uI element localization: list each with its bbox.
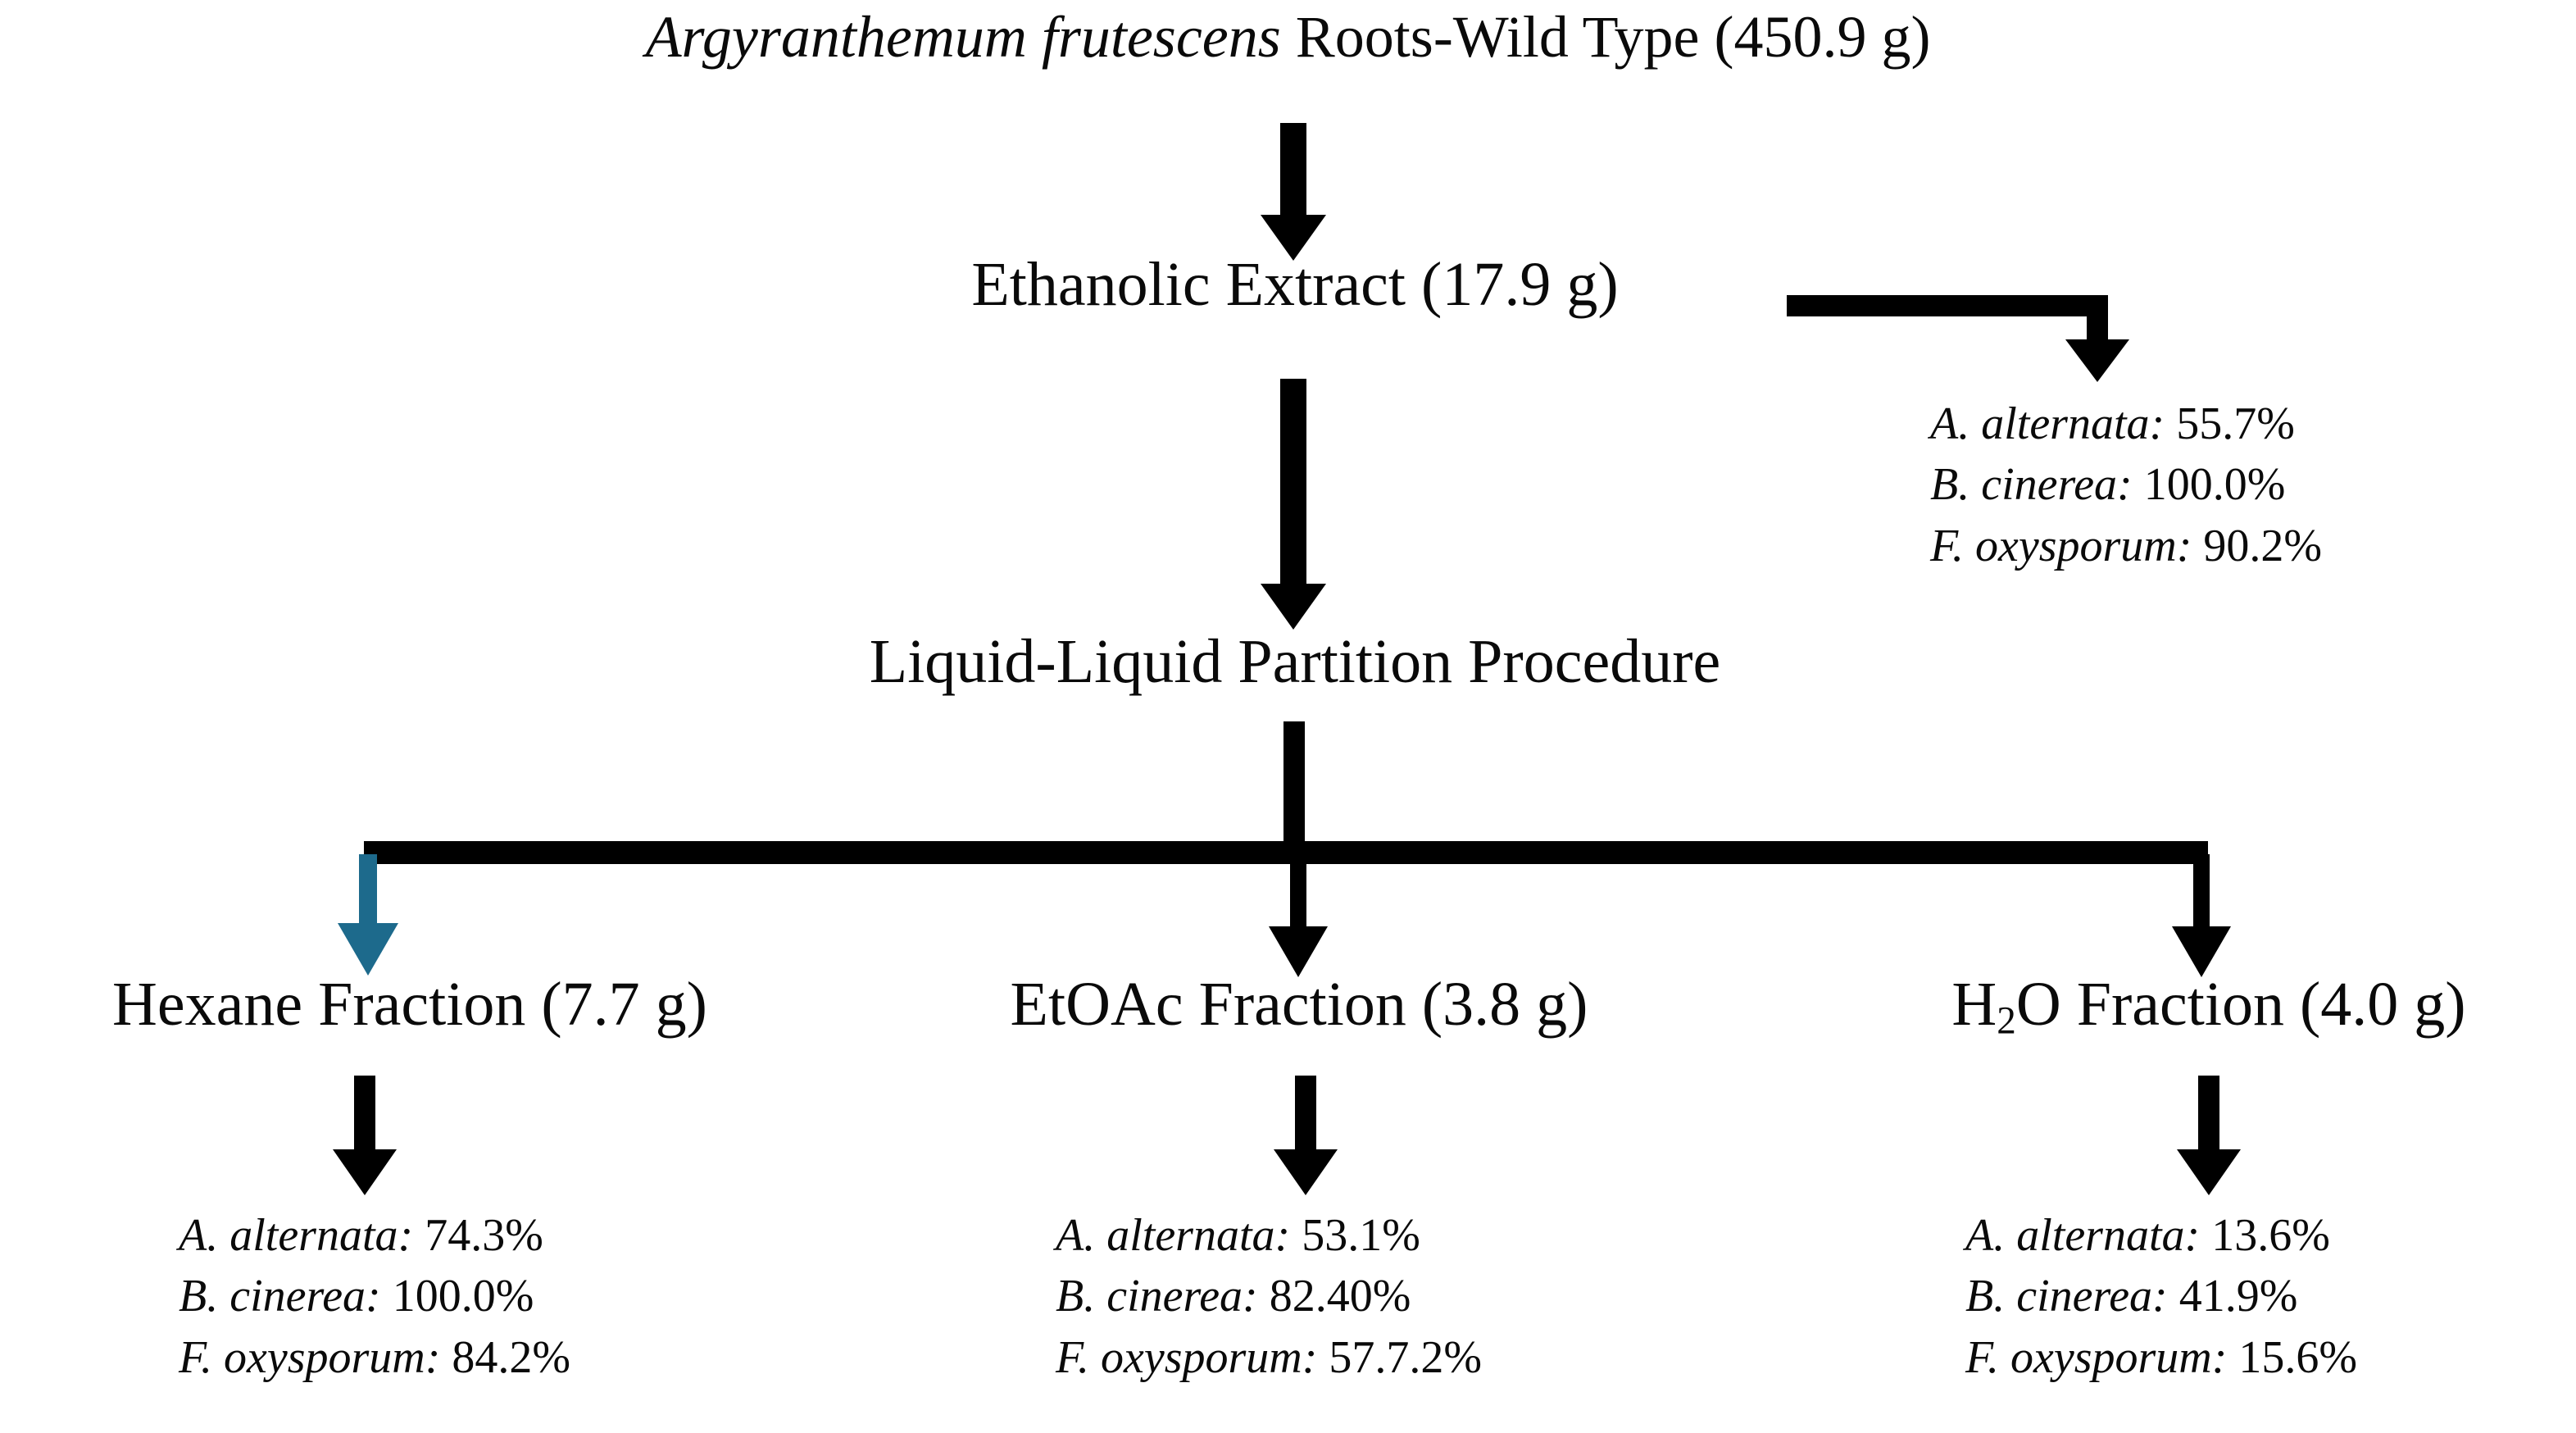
arrow-partition-to-bus-shaft <box>1283 721 1305 854</box>
assay-species-label: A. alternata: <box>179 1210 414 1261</box>
assay-species-label: A. alternata: <box>1056 1210 1291 1261</box>
assay-block-etoac: A. alternata: 53.1% B. cinerea: 82.40% F… <box>1056 1205 1482 1388</box>
arrow-extract-to-partition-head <box>1261 584 1326 630</box>
assay-species-label: F. oxysporum: <box>1930 520 2192 571</box>
elbow-extract-to-assay-horizontal <box>1787 295 2108 316</box>
assay-value: 74.3% <box>413 1210 543 1261</box>
drop-arrow-etoac-shaft <box>1290 854 1306 939</box>
assay-species-label: A. alternata: <box>1965 1210 2201 1261</box>
water-formula-pre: H <box>1951 970 1997 1039</box>
assay-value: 100.0% <box>380 1271 534 1322</box>
assay-value: 100.0% <box>2132 459 2286 511</box>
drop-arrow-hexane-head[interactable] <box>338 923 398 976</box>
assay-block-hexane: A. alternata: 74.3% B. cinerea: 100.0% F… <box>179 1205 570 1388</box>
arrow-source-to-extract-head <box>1261 215 1326 261</box>
assay-species-label: B. cinerea: <box>1930 459 2133 511</box>
assay-value: 55.7% <box>2165 398 2295 449</box>
assay-species-label: B. cinerea: <box>1965 1271 2168 1322</box>
node-fraction-etoac: EtOAc Fraction (3.8 g) <box>1010 970 1588 1039</box>
water-formula-subscript: 2 <box>1997 999 2016 1043</box>
assay-species-label: F. oxysporum: <box>179 1331 441 1383</box>
node-partition-procedure: Liquid-Liquid Partition Procedure <box>869 627 1721 696</box>
assay-species-label: B. cinerea: <box>179 1271 381 1322</box>
assay-species-label: F. oxysporum: <box>1965 1331 2228 1383</box>
assay-row: B. cinerea: 100.0% <box>179 1266 570 1326</box>
elbow-extract-to-assay-head <box>2065 339 2129 382</box>
drop-arrow-water-shaft <box>2193 854 2210 939</box>
node-fraction-water: H2O Fraction (4.0 g) <box>1844 970 2574 1040</box>
assay-species-label: F. oxysporum: <box>1056 1331 1318 1383</box>
assay-row: A. alternata: 13.6% <box>1965 1205 2357 1266</box>
assay-value: 82.40% <box>1257 1271 1411 1322</box>
drop-arrow-water-head <box>2172 926 2231 977</box>
arrow-hexane-to-assay-head <box>333 1149 397 1195</box>
arrow-water-to-assay-head <box>2177 1149 2241 1195</box>
water-fraction-mass-label: O Fraction (4.0 g) <box>2015 970 2466 1039</box>
assay-row: B. cinerea: 41.9% <box>1965 1266 2357 1326</box>
assay-species-label: A. alternata: <box>1930 398 2165 449</box>
assay-value: 84.2% <box>440 1331 571 1383</box>
assay-species-label: B. cinerea: <box>1056 1271 1258 1322</box>
node-ethanolic-extract: Ethanolic Extract (17.9 g) <box>971 250 1619 319</box>
assay-block-water: A. alternata: 13.6% B. cinerea: 41.9% F.… <box>1965 1205 2357 1388</box>
arrow-water-to-assay-shaft <box>2198 1076 2219 1162</box>
assay-value: 15.6% <box>2227 1331 2358 1383</box>
assay-row: A. alternata: 55.7% <box>1930 394 2322 454</box>
node-fraction-hexane: Hexane Fraction (7.7 g) <box>112 970 707 1039</box>
assay-row: B. cinerea: 100.0% <box>1930 454 2322 515</box>
drop-arrow-etoac-head <box>1269 926 1328 977</box>
assay-value: 41.9% <box>2167 1271 2298 1322</box>
drop-arrow-hexane-shaft[interactable] <box>359 854 377 936</box>
assay-row: F. oxysporum: 57.7.2% <box>1056 1327 1482 1388</box>
assay-value: 53.1% <box>1290 1210 1420 1261</box>
assay-row: F. oxysporum: 90.2% <box>1930 516 2322 576</box>
node-source-material: Argyranthemum frutescens Roots-Wild Type… <box>0 4 2576 70</box>
arrow-hexane-to-assay-shaft <box>354 1076 375 1162</box>
assay-value: 90.2% <box>2192 520 2323 571</box>
assay-row: A. alternata: 74.3% <box>179 1205 570 1266</box>
assay-row: A. alternata: 53.1% <box>1056 1205 1482 1266</box>
assay-row: F. oxysporum: 15.6% <box>1965 1327 2357 1388</box>
source-mass-label: Roots-Wild Type (450.9 g) <box>1280 4 1931 70</box>
elbow-extract-to-assay-vertical <box>2087 295 2108 346</box>
assay-row: F. oxysporum: 84.2% <box>179 1327 570 1388</box>
split-bus-horizontal <box>364 841 2208 864</box>
arrow-etoac-to-assay-shaft <box>1295 1076 1316 1162</box>
assay-block-ethanolic-extract: A. alternata: 55.7% B. cinerea: 100.0% F… <box>1930 394 2322 576</box>
assay-row: B. cinerea: 82.40% <box>1056 1266 1482 1326</box>
arrow-source-to-extract-shaft <box>1280 123 1306 221</box>
assay-value: 57.7.2% <box>1317 1331 1483 1383</box>
arrow-extract-to-partition-shaft <box>1280 379 1306 590</box>
arrow-etoac-to-assay-head <box>1274 1149 1338 1195</box>
source-species-name: Argyranthemum frutescens <box>645 4 1281 70</box>
assay-value: 13.6% <box>2200 1210 2330 1261</box>
